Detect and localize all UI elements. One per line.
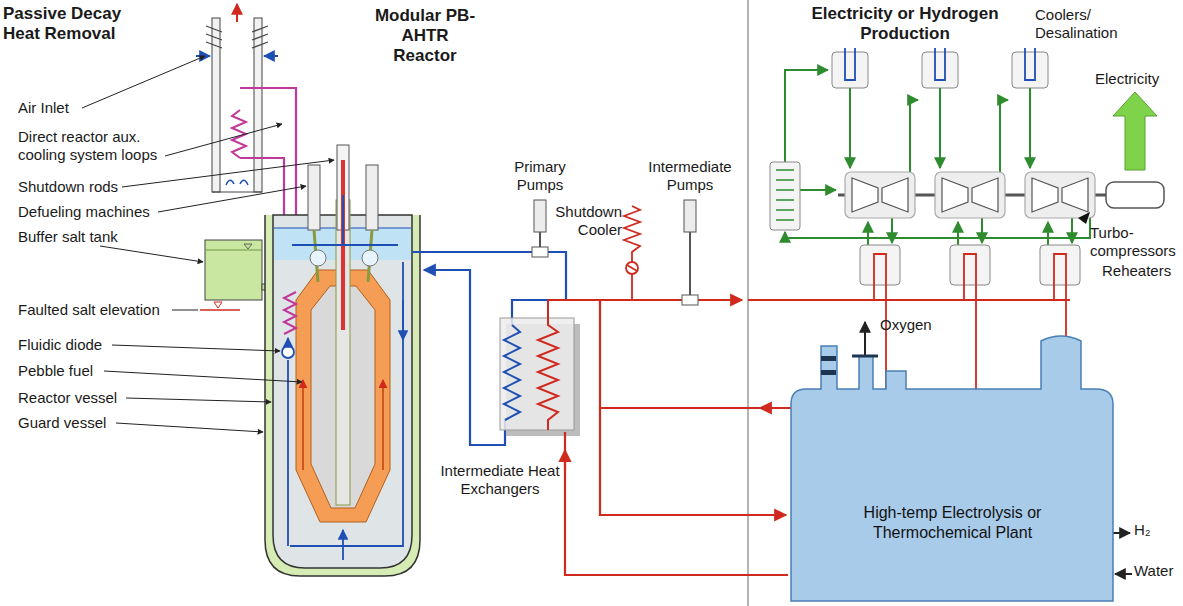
intermediate-pump <box>682 200 698 305</box>
fluidic-diode <box>282 346 294 358</box>
cooler <box>832 48 1048 88</box>
part-label: H₂ <box>1134 521 1151 539</box>
part-label: Oxygen <box>880 316 932 334</box>
part-label: Guard vessel <box>18 414 106 432</box>
part-label: Reactor vessel <box>18 389 117 407</box>
part-label: Shutdown rods <box>18 178 118 196</box>
part-label: Direct reactor aux. cooling system loops <box>18 128 178 164</box>
part-label: Air Inlet <box>18 99 69 117</box>
water-arrow <box>1115 573 1132 575</box>
part-label: Reheaters <box>1102 262 1171 280</box>
pump-ring <box>362 250 378 266</box>
part-label: Intermediate Pumps <box>640 158 740 194</box>
generator <box>1106 182 1164 208</box>
electricity-arrow <box>1113 92 1157 170</box>
recuperator <box>770 162 800 230</box>
part-label: Electricity <box>1095 70 1159 88</box>
hydrogen-arrow <box>1113 532 1130 534</box>
primary-flow <box>290 195 403 560</box>
dracs-exchanger <box>284 292 296 334</box>
part-label: Pebble fuel <box>18 362 93 380</box>
part-label: Intermediate Heat Exchangers <box>440 462 560 498</box>
section-heading: Modular PB-AHTR Reactor <box>370 6 480 66</box>
core-flow <box>303 380 383 470</box>
part-label: Coolers/ Desalination <box>1035 6 1155 42</box>
part-label: Turbo-compressors <box>1090 224 1182 260</box>
node-outline <box>790 318 1115 603</box>
part-label: Primary Pumps <box>505 158 575 194</box>
section-heading: Passive Decay Heat Removal <box>3 4 138 44</box>
part-label: Faulted salt elevation <box>18 301 160 319</box>
buffer-salt-tank <box>205 240 273 300</box>
intermediate-heat-exchanger <box>500 318 574 430</box>
pump-ring <box>310 250 326 266</box>
plant-building: High-temp Electrolysis or Thermochemical… <box>790 318 1115 603</box>
turbo-compressor <box>845 172 1095 218</box>
ihx-coil <box>538 300 558 430</box>
section-heading: Electricity or Hydrogen Production <box>785 4 1025 44</box>
leader-line <box>82 56 334 432</box>
salt-level-marker <box>200 302 240 310</box>
part-label: Water <box>1134 562 1173 580</box>
shutdown-cooler <box>624 206 640 300</box>
oxygen-arrow <box>864 322 866 356</box>
pointer <box>1078 212 1090 224</box>
primary-pump <box>532 200 548 257</box>
part-label: Defueling machines <box>18 203 150 221</box>
dracs-tower <box>196 4 278 192</box>
node-text: High-temp Electrolysis or Thermochemical… <box>810 503 1095 543</box>
plant-outline <box>791 336 1113 601</box>
part-label: Shutdown Cooler <box>552 203 622 239</box>
part-label: Buffer salt tank <box>18 228 118 246</box>
part-label: Fluidic diode <box>18 336 102 354</box>
helium-loop <box>785 70 1090 246</box>
